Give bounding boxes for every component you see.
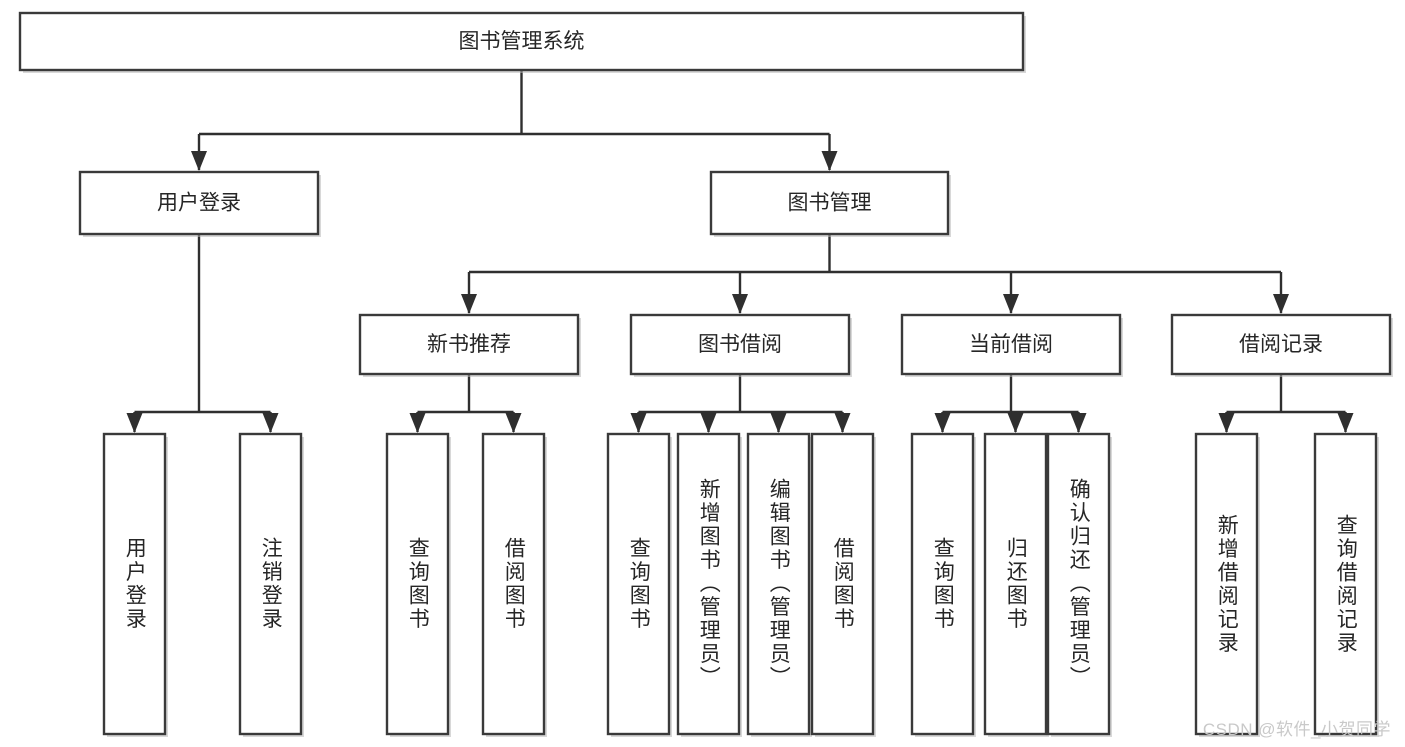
connector-layer (126, 70, 1354, 433)
arrow-down-icon-l3-0 (461, 294, 477, 314)
arrow-down-icon-leaf-borrow-book-1 (505, 413, 522, 433)
node-leaf-edit-book[interactable] (746, 432, 812, 737)
node-leaf-add-book[interactable] (676, 432, 742, 737)
node-box-outline (18, 11, 1025, 72)
node-user-login-label: 用户登录 (157, 192, 241, 215)
node-leaf-query-book-1[interactable] (385, 432, 451, 737)
node-box-outline (709, 170, 950, 236)
arrow-down-icon-leaf-return-book (1007, 413, 1024, 433)
node-box-outline (102, 432, 167, 736)
node-book-manage[interactable] (709, 170, 951, 237)
node-root-label: 图书管理系统 (459, 30, 585, 53)
node-leaf-user-logout[interactable] (238, 432, 304, 737)
node-leaf-query-book-2[interactable] (606, 432, 672, 737)
node-box-outline (676, 432, 741, 736)
arrow-down-icon-leaf-user-login (126, 413, 143, 433)
node-box-outline (481, 432, 546, 736)
node-leaf-borrow-book-1[interactable] (481, 432, 547, 737)
node-current-borrow-label: 当前借阅 (969, 333, 1053, 356)
arrow-down-icon-leaf-edit-book (770, 413, 787, 433)
node-box-outline (810, 432, 875, 736)
node-leaf-query-record[interactable] (1313, 432, 1379, 737)
arrow-down-icon-leaf-query-book-3 (934, 413, 951, 433)
arrow-down-icon-leaf-borrow-book-2 (834, 413, 851, 433)
arrow-down-icon-leaf-confirm-return (1070, 413, 1087, 433)
node-box-outline (910, 432, 975, 736)
arrow-down-icon-root-1 (821, 151, 838, 171)
node-box-outline (1194, 432, 1259, 736)
node-box-outline (78, 170, 320, 236)
arrow-down-icon-leaf-add-book (700, 413, 717, 433)
node-leaf-add-record[interactable] (1194, 432, 1260, 737)
node-leaf-user-login[interactable] (102, 432, 168, 737)
node-box-outline (746, 432, 811, 736)
node-root-system[interactable] (18, 11, 1026, 73)
node-leaf-return-book[interactable] (983, 432, 1049, 737)
node-box-layer (18, 11, 1393, 737)
node-book-manage-label: 图书管理 (788, 192, 872, 215)
node-book-borrow[interactable] (629, 313, 852, 377)
node-borrow-record-label: 借阅记录 (1239, 333, 1323, 356)
node-borrow-record[interactable] (1170, 313, 1393, 377)
arrow-down-icon-l3-2 (1003, 294, 1019, 314)
node-box-outline (606, 432, 671, 736)
node-box-outline (1313, 432, 1378, 736)
arrow-down-icon-l3-1 (732, 294, 748, 314)
node-new-book-recommend[interactable] (358, 313, 581, 377)
arrow-down-icon-leaf-query-book-2 (630, 413, 647, 433)
node-box-outline (1046, 432, 1111, 736)
node-leaf-borrow-book-2[interactable] (810, 432, 876, 737)
arrow-down-icon-leaf-user-logout (262, 413, 279, 433)
node-box-outline (358, 313, 580, 376)
node-box-outline (1170, 313, 1392, 376)
node-box-outline (385, 432, 450, 736)
node-box-outline (629, 313, 851, 376)
arrow-down-icon-leaf-query-book-1 (409, 413, 426, 433)
node-leaf-confirm-return[interactable] (1046, 432, 1112, 737)
node-box-outline (983, 432, 1048, 736)
node-box-outline (238, 432, 303, 736)
node-new-book-recommend-label: 新书推荐 (427, 333, 511, 356)
node-book-borrow-label: 图书借阅 (698, 333, 782, 356)
node-box-outline (900, 313, 1122, 376)
node-current-borrow[interactable] (900, 313, 1123, 377)
arrow-down-icon-leaf-add-record (1218, 413, 1235, 433)
arrow-down-icon-l3-3 (1273, 294, 1289, 314)
node-user-login[interactable] (78, 170, 321, 237)
node-leaf-query-book-3[interactable] (910, 432, 976, 737)
arrow-down-icon-leaf-query-record (1337, 413, 1354, 433)
arrow-down-icon-root-0 (191, 151, 207, 171)
